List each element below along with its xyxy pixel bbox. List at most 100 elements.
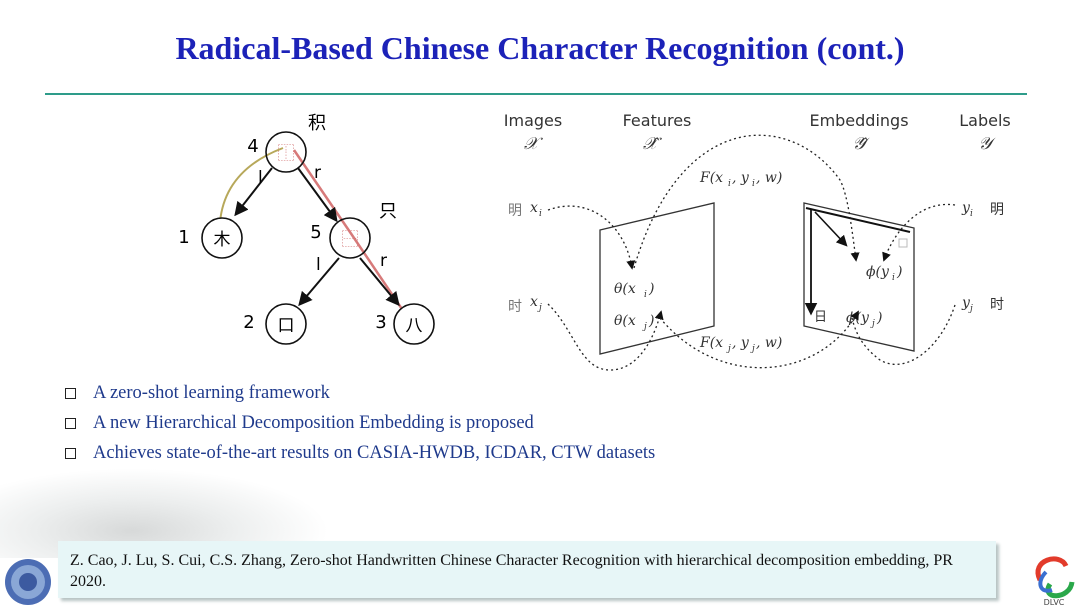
svg-text:F(x: F(x [699,170,723,186]
bullet-square-icon [65,388,76,399]
header-embeddings-symbol: 𝒴̂ [852,134,870,154]
header-images-symbol: 𝒳 [524,134,544,154]
svg-text:j: j [870,319,875,329]
university-seal [5,559,51,605]
x-i-sub: i [539,209,542,219]
tree-edge-5-2 [298,257,340,307]
x-i-base: x [530,200,538,216]
label-char-i: 明 [990,202,1004,218]
flow-image-j-to-feature [547,303,664,371]
svg-text:): ) [896,264,902,280]
slide-title: Radical-Based Chinese Character Recognit… [175,30,905,66]
svg-text:j: j [642,322,647,332]
svg-text:, y: , y [732,170,750,186]
tree-edge-5-3 [359,257,400,307]
tree-node-5-glyph: ⿱ [342,230,359,250]
header-images: Images [504,111,562,130]
y-j-base: y [961,295,971,311]
svg-text:, w): , w) [756,170,782,186]
edge-label-l: l [258,168,263,188]
small-square-marker [898,238,908,248]
y-i-base: y [961,200,971,216]
bullet-item: A new Hierarchical Decomposition Embeddi… [65,411,655,441]
tree-node-2 [265,303,307,345]
tree-node-3 [393,303,435,345]
tree-sub-char: 只 [379,201,397,222]
bullet-square-icon [65,418,76,429]
tree-node-3-num: 3 [375,312,386,333]
image-char-j: 时 [508,299,522,315]
tree-node-4-glyph: ⿰ [278,144,295,164]
y-i-sub: i [970,209,973,219]
flow-label-i-to-embedding [882,203,956,262]
F-bottom-label: F(x j , y j , w) [699,335,782,354]
svg-text:i: i [892,273,895,283]
bullet-item: Achieves state-of-the-art results on CAS… [65,441,655,471]
svg-text:): ) [876,310,882,326]
phi-j-label: ϕ(y j ) [846,310,882,329]
feature-space-plane [599,202,715,355]
svg-text:i: i [728,179,731,189]
tree-node-5 [329,217,371,259]
edge-label-l2: l [316,255,321,275]
header-features-symbol: 𝒳̂ [643,134,663,154]
dlvc-logo-text: DLVC [1044,598,1065,607]
tree-highlight-right-path [292,149,410,319]
tree-highlight-left-path [219,147,284,223]
tree-node-5-num: 5 [310,222,321,243]
citation-box: Z. Cao, J. Lu, S. Cui, C.S. Zhang, Zero-… [58,541,996,598]
bullet-list: A zero-shot learning framework A new Hie… [65,381,655,471]
y-j-sub: j [968,304,973,314]
header-labels: Labels [959,111,1011,130]
dlvc-logo: DLVC [1035,556,1075,607]
header-labels-symbol: 𝒴 [978,134,996,154]
tree-node-1-num: 1 [178,227,189,248]
tree-node-1 [201,217,243,259]
image-char-i: 明 [508,203,522,219]
header-embeddings: Embeddings [809,111,908,130]
radical-tree: 积 只 l r l r ⿰ 4 木 1 ⿱ 5 口 2 八 3 [178,113,435,345]
edge-label-r2: r [380,251,387,271]
embedding-char: 日 [814,310,827,325]
tree-root-char: 积 [308,113,326,134]
theta-j-label: θ(x j ) [614,313,654,332]
svg-text:): ) [648,313,654,329]
svg-text:F(x: F(x [699,335,723,351]
bullet-text: A new Hierarchical Decomposition Embeddi… [93,413,534,433]
F-top-label: F(x i , y i , w) [699,170,782,189]
title-divider [45,93,1027,95]
bullet-square-icon [65,448,76,459]
embedding-diagram: Images 𝒳 Features 𝒳̂ Embeddings 𝒴̂ Label… [504,111,1011,371]
theta-i-label: θ(x i ) [614,281,654,300]
svg-text:j: j [726,344,731,354]
svg-text:, y: , y [732,335,750,351]
svg-text:ϕ(y: ϕ(y [866,264,890,280]
x-j-sub: j [537,303,542,313]
edge-label-r: r [314,163,321,183]
svg-text:i: i [752,179,755,189]
tree-node-4-num: 4 [247,136,258,157]
svg-text:θ(x: θ(x [614,313,636,329]
flow-label-j-to-embedding [851,304,956,365]
bullet-text: A zero-shot learning framework [93,383,330,403]
x-j-base: x [530,294,538,310]
tree-edge-4-5 [297,167,338,223]
svg-text:i: i [644,290,647,300]
svg-text:θ(x: θ(x [614,281,636,297]
svg-text:): ) [648,281,654,297]
embedding-space-plane [803,202,915,352]
tree-node-1-glyph: 木 [214,230,231,250]
embedding-plane-top-stroke [805,207,911,233]
tree-edge-4-1 [234,167,273,217]
header-features: Features [623,111,692,130]
tree-node-2-glyph: 口 [278,316,295,336]
svg-text:ϕ(y: ϕ(y [846,310,870,326]
label-char-j: 时 [990,297,1004,313]
embedding-solid-arrow [814,211,848,247]
tree-node-4 [265,131,307,173]
phi-i-label: ϕ(y i ) [866,264,902,283]
bullet-item: A zero-shot learning framework [65,381,655,411]
svg-text:, w): , w) [756,335,782,351]
flow-F-top-arc [633,134,860,269]
